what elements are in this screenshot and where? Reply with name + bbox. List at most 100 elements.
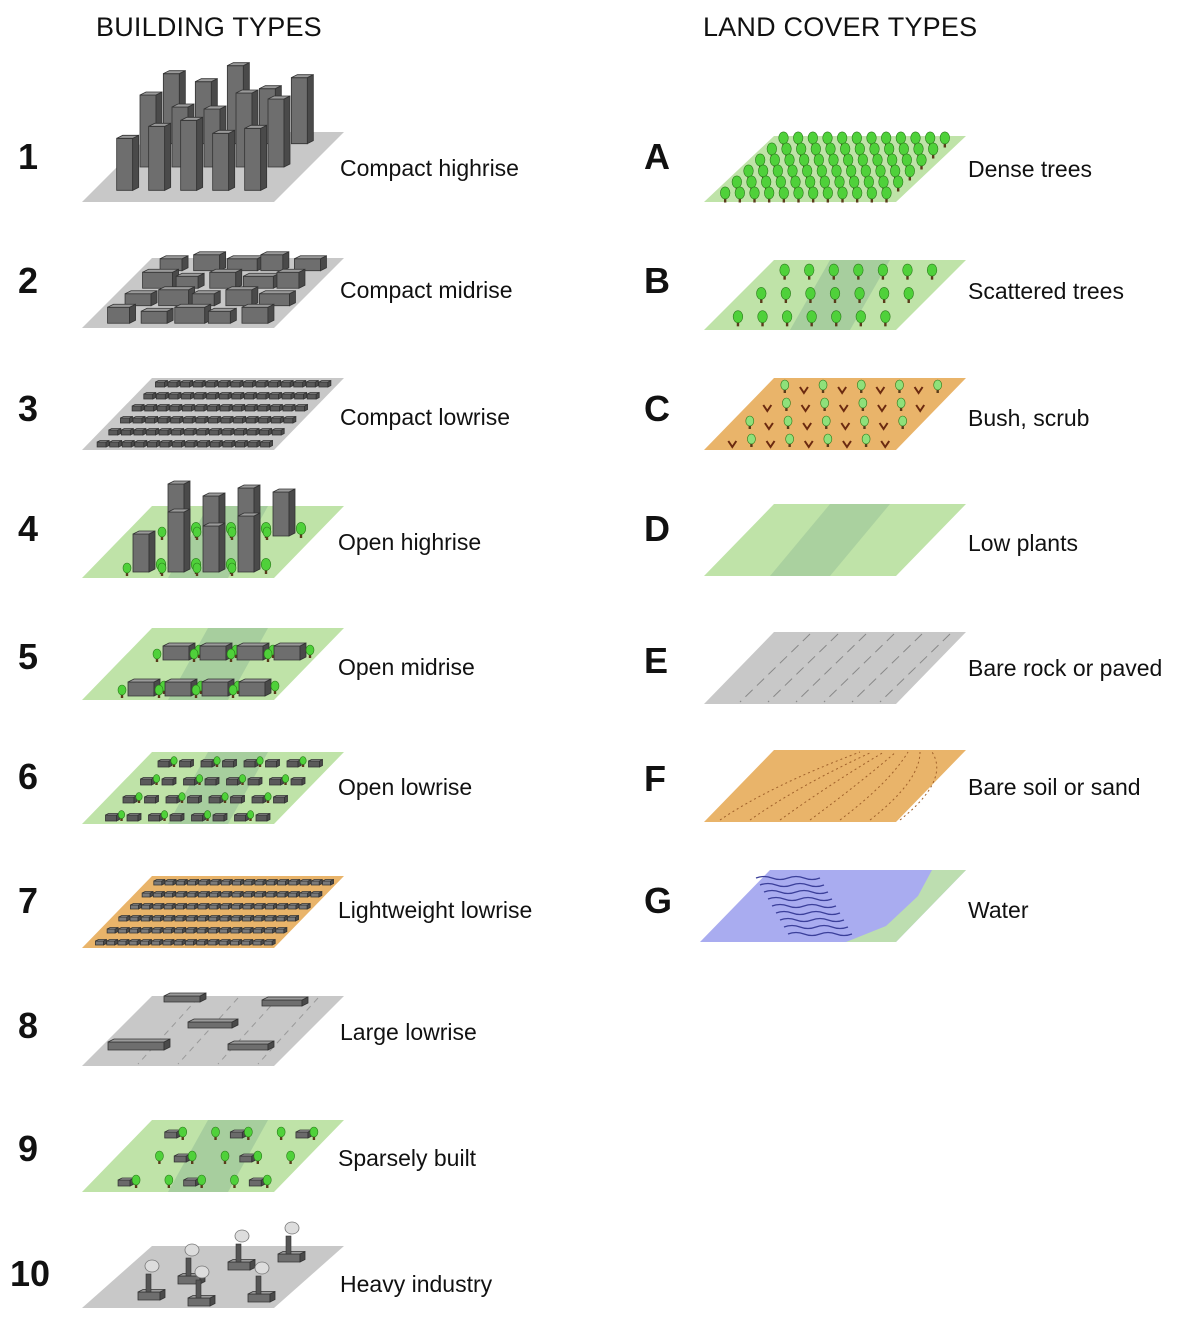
building (128, 940, 138, 946)
building-roof (264, 915, 277, 918)
building-roof (243, 879, 255, 882)
building-roof (183, 416, 196, 419)
building-roof (221, 428, 235, 431)
building (140, 310, 168, 324)
building-roof (174, 927, 186, 930)
building-roof (140, 307, 174, 312)
building-roof (255, 380, 269, 383)
building-roof (227, 1259, 256, 1263)
chimney (195, 1279, 202, 1299)
building (207, 310, 231, 324)
tree-crown (869, 142, 880, 156)
building (155, 393, 166, 400)
tree-crown (843, 153, 854, 167)
sand-ripple (779, 751, 885, 821)
building (170, 417, 181, 424)
building (230, 796, 242, 804)
building-roof (183, 777, 198, 780)
land-cover-types-heading: LAND COVER TYPES (703, 12, 978, 42)
building-roof (118, 927, 130, 930)
building-roof (277, 879, 289, 882)
building (175, 892, 185, 898)
building-roof (202, 492, 226, 497)
tree-crown (793, 186, 804, 200)
building (275, 916, 285, 922)
tree-crown (775, 175, 786, 189)
building (141, 904, 151, 910)
tree-crown (781, 310, 793, 324)
building (277, 880, 286, 886)
building (290, 778, 303, 786)
building (222, 760, 234, 768)
building-roof (276, 268, 306, 273)
building-roof (208, 307, 237, 312)
building-roof (227, 1040, 275, 1045)
building-roof (163, 70, 186, 75)
building (265, 880, 275, 886)
building (116, 137, 134, 191)
building-roof (236, 642, 270, 647)
building-roof (141, 903, 153, 906)
building-roof (140, 939, 152, 942)
tree-crown (866, 131, 877, 145)
building-roof (159, 255, 189, 260)
building-roof (164, 903, 176, 906)
building-roof (186, 891, 199, 894)
building-roof (163, 915, 175, 918)
building-roof (253, 927, 265, 930)
sand-ripple (839, 751, 909, 821)
tree-crown (734, 186, 745, 200)
tree-crown (282, 774, 290, 783)
building-roof (220, 416, 234, 419)
building-roof (209, 903, 221, 906)
building-roof (308, 759, 323, 762)
land-cover-label: Bare rock or paved (968, 655, 1163, 681)
building-roof (219, 404, 233, 407)
building (219, 405, 230, 412)
building (231, 904, 241, 910)
building (260, 441, 270, 448)
building-roof (291, 74, 314, 79)
building-roof (222, 440, 236, 443)
tree-crown (875, 164, 886, 178)
building-roof (148, 122, 171, 127)
building (196, 940, 206, 946)
building-roof (181, 392, 194, 395)
building-roof (95, 939, 107, 942)
building-side (283, 95, 291, 168)
building (120, 429, 131, 436)
building (105, 814, 117, 822)
building-roof (322, 879, 334, 882)
tree-crown (813, 153, 824, 167)
building (270, 405, 280, 412)
building (286, 760, 299, 768)
building-roof (232, 404, 245, 407)
building (186, 904, 196, 910)
building-roof (168, 392, 182, 395)
building (241, 306, 269, 324)
building-roof (246, 428, 260, 431)
building (181, 393, 191, 400)
building (146, 429, 156, 436)
building (252, 940, 262, 946)
building-roof (158, 428, 172, 431)
compact-midrise-icon (82, 251, 344, 328)
shrub (837, 386, 847, 395)
building (127, 681, 155, 697)
building-roof (219, 915, 232, 918)
smoke-plume (254, 1261, 270, 1275)
building-roof (276, 903, 288, 906)
building-roof (116, 134, 139, 139)
building-roof (162, 642, 196, 647)
tree-crown (863, 175, 874, 189)
building (185, 928, 195, 934)
tree-crown (780, 379, 790, 391)
building (242, 904, 252, 910)
building (282, 405, 293, 412)
building (305, 381, 316, 388)
tree-crown (818, 379, 828, 391)
tree-crown (221, 792, 229, 801)
building-roof (232, 879, 244, 882)
land-cover-letter: G (644, 880, 673, 921)
building-roof (174, 939, 186, 942)
